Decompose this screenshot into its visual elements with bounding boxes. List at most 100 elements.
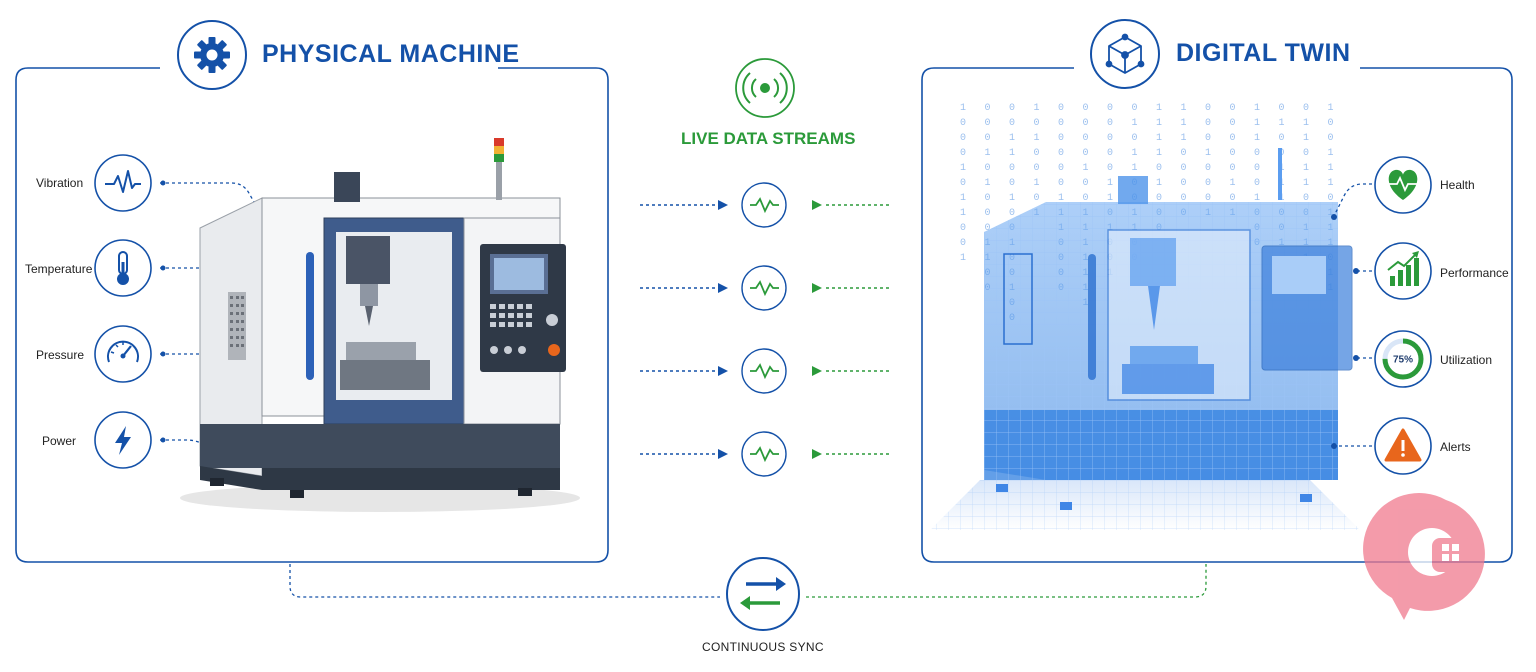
warning-icon (1384, 428, 1422, 462)
binary-digit: 1 (1107, 193, 1113, 204)
thermometer-icon (117, 251, 129, 285)
binary-digit: 0 (1107, 133, 1113, 144)
binary-digit: 0 (1181, 163, 1187, 174)
binary-digit: 1 (1156, 118, 1162, 129)
binary-digit: 0 (1254, 148, 1260, 159)
logo-watermark (1363, 493, 1485, 620)
binary-digit: 0 (1181, 148, 1187, 159)
physical-panel (15, 67, 609, 563)
sync-arrows-icon (740, 577, 786, 610)
binary-digit: 0 (1083, 193, 1089, 204)
stream-row (640, 431, 890, 477)
sensor-vibration-icon-circle (94, 154, 152, 212)
physical-title-icon (177, 20, 247, 90)
sync-label: CONTINUOUS SYNC (702, 640, 824, 654)
binary-digit: 1 (1328, 163, 1334, 174)
binary-digit: 0 (1083, 118, 1089, 129)
sensor-temperature-icon-circle (94, 239, 152, 297)
binary-digit: 0 (1156, 193, 1162, 204)
binary-digit: 0 (985, 103, 991, 114)
binary-digit: 0 (1107, 163, 1113, 174)
binary-digit: 0 (1279, 103, 1285, 114)
binary-digit: 0 (1303, 148, 1309, 159)
binary-digit: 0 (1034, 163, 1040, 174)
metric-label-alerts: Alerts (1440, 440, 1471, 454)
metric-alerts-icon-circle (1374, 417, 1432, 475)
binary-digit: 1 (1009, 148, 1015, 159)
binary-digit: 1 (1132, 163, 1138, 174)
waveform-icon (750, 363, 779, 380)
binary-digit: 0 (960, 238, 966, 249)
binary-digit: 0 (1058, 178, 1064, 189)
binary-digit: 0 (1254, 178, 1260, 189)
metric-label-health: Health (1440, 178, 1475, 192)
heart-pulse-icon (1388, 169, 1418, 200)
sensor-label-pressure: Pressure (36, 348, 85, 362)
metric-utilization-icon-circle: 75% (1374, 330, 1432, 388)
binary-digit: 0 (985, 133, 991, 144)
cube-network-icon (1105, 33, 1145, 74)
donut-gauge-icon: 75% (1382, 338, 1424, 380)
binary-digit: 0 (1230, 193, 1236, 204)
binary-digit: 0 (1107, 103, 1113, 114)
binary-digit: 1 (1303, 163, 1309, 174)
binary-digit: 0 (1230, 163, 1236, 174)
binary-digit: 1 (1132, 148, 1138, 159)
bar-chart-icon (1387, 251, 1419, 286)
binary-digit: 0 (960, 133, 966, 144)
live-streams-title: LIVE DATA STREAMS (681, 129, 856, 148)
binary-digit: 1 (1205, 148, 1211, 159)
digital-twin-illustration (984, 148, 1353, 510)
binary-digit: 1 (1303, 133, 1309, 144)
binary-digit: 0 (1009, 163, 1015, 174)
binary-digit: 1 (1254, 193, 1260, 204)
binary-digit: 1 (1156, 133, 1162, 144)
binary-digit: 1 (1156, 103, 1162, 114)
binary-digit: 1 (960, 103, 966, 114)
stream-row (640, 348, 890, 394)
binary-digit: 0 (1009, 178, 1015, 189)
broadcast-icon (742, 72, 788, 104)
binary-digit: 1 (1058, 193, 1064, 204)
binary-digit: 0 (1058, 133, 1064, 144)
live-streams-icon-circle (735, 58, 795, 118)
metric-label-utilization: Utilization (1440, 353, 1493, 367)
waveform-icon (750, 197, 779, 214)
binary-digit: 0 (1132, 103, 1138, 114)
utilization-value: 75% (1393, 355, 1413, 366)
binary-digit: 0 (1058, 148, 1064, 159)
binary-digit: 0 (1328, 193, 1334, 204)
stream-row (640, 265, 890, 311)
binary-digit: 0 (1009, 208, 1015, 219)
physical-machine-illustration (180, 138, 580, 512)
binary-digit: 0 (1205, 193, 1211, 204)
binary-digit: 1 (1230, 178, 1236, 189)
binary-digit: 0 (1230, 118, 1236, 129)
sensor-label-vibration: Vibration (36, 176, 84, 190)
sensor-label-temperature: Temperature (25, 262, 93, 276)
binary-digit: 1 (1303, 178, 1309, 189)
binary-digit: 0 (1009, 103, 1015, 114)
binary-digit: 0 (1230, 103, 1236, 114)
binary-digit: 1 (1107, 178, 1113, 189)
binary-digit: 0 (1034, 148, 1040, 159)
binary-digit: 0 (1303, 103, 1309, 114)
digital-panel (921, 67, 1513, 563)
binary-digit: 0 (1205, 103, 1211, 114)
sensor-pressure-icon-circle (94, 325, 152, 383)
binary-digit: 0 (1083, 178, 1089, 189)
binary-digit: 0 (1205, 163, 1211, 174)
binary-digit: 0 (1303, 193, 1309, 204)
binary-digit: 0 (1083, 133, 1089, 144)
binary-digit: 0 (1254, 163, 1260, 174)
metric-performance-icon-circle (1374, 242, 1432, 300)
binary-digit: 1 (1328, 178, 1334, 189)
binary-digit: 1 (1303, 118, 1309, 129)
binary-digit: 1 (960, 208, 966, 219)
binary-digit: 0 (1328, 118, 1334, 129)
binary-digit: 0 (1107, 118, 1113, 129)
binary-digit: 0 (1058, 163, 1064, 174)
binary-digit: 0 (1205, 133, 1211, 144)
binary-digit: 1 (1254, 103, 1260, 114)
waveform-icon (750, 280, 779, 297)
